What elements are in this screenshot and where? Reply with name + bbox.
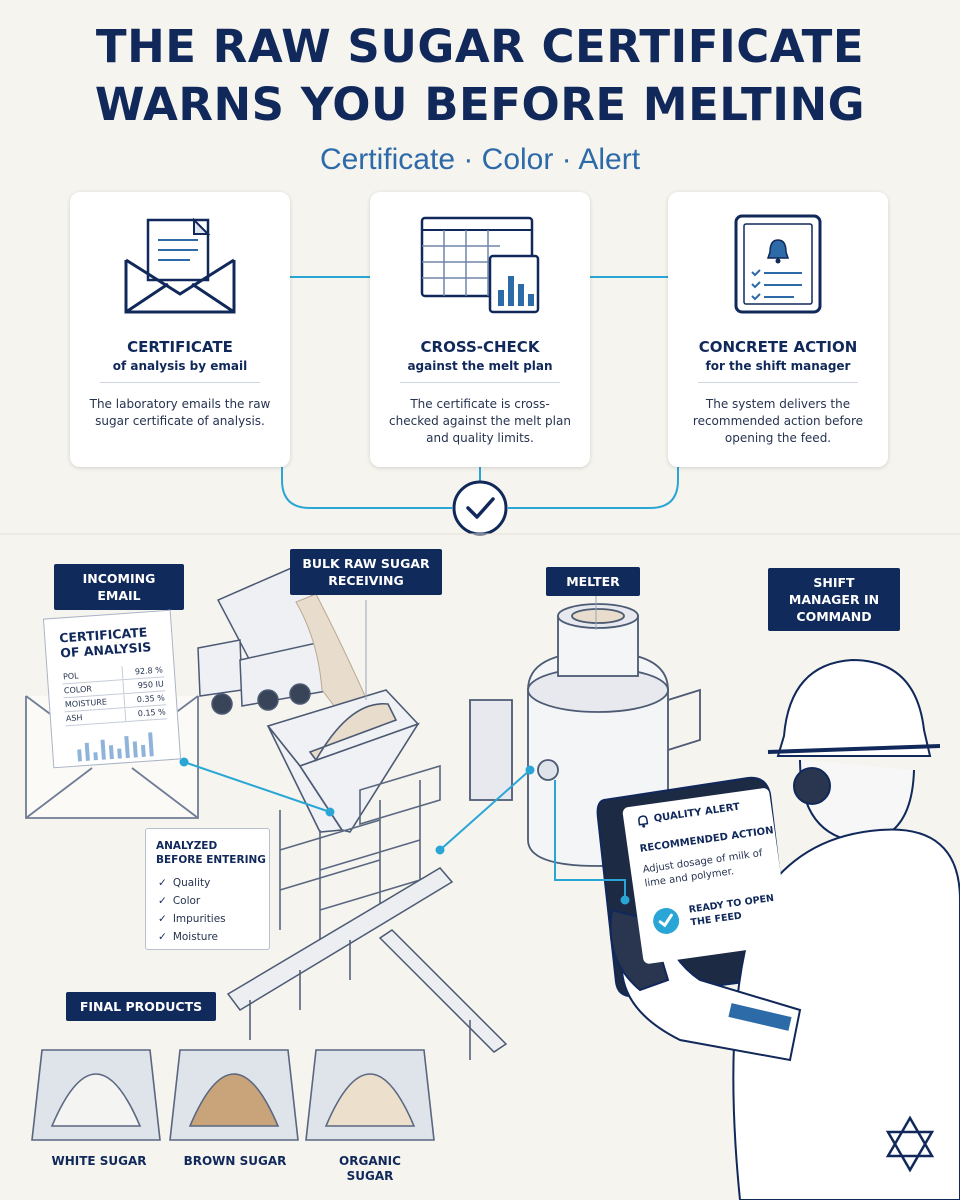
card-subtitle: for the shift manager [705, 359, 851, 373]
quality-alert-text: QUALITY ALERT [653, 801, 741, 825]
product-label-brown: BROWN SUGAR [183, 1154, 287, 1168]
tablet-alert-icon [734, 214, 822, 314]
analyzed-panel: ANALYZED BEFORE ENTERING ✓Quality ✓Color… [145, 828, 270, 950]
page-title: THE RAW SUGAR CERTIFICATE WARNS YOU BEFO… [94, 20, 866, 131]
final-products-label: FINAL PRODUCTS [66, 992, 216, 1021]
hopper-icon [266, 689, 420, 833]
list-item: ✓Quality [158, 877, 211, 889]
card-subtitle: against the melt plan [407, 359, 553, 373]
email-document-icon [124, 217, 236, 314]
ready-to-open-text: READY TO OPEN THE FEED [688, 892, 775, 929]
card-divider [698, 382, 858, 383]
card-title: CROSS-CHECK [420, 338, 540, 356]
bulk-receiving-label: BULK RAW SUGAR RECEIVING [290, 549, 442, 595]
shift-manager-figure [609, 658, 960, 1200]
card-certificate: CERTIFICATE of analysis by email The lab… [70, 192, 290, 467]
recommended-action-text: Adjust dosage of milk of lime and polyme… [642, 847, 764, 890]
product-label-white: WHITE SUGAR [51, 1154, 147, 1168]
card-divider [400, 382, 560, 383]
card-concrete-action: CONCRETE ACTION for the shift manager Th… [668, 192, 888, 467]
check-circle-icon [653, 907, 680, 934]
analyzed-title: ANALYZED BEFORE ENTERING [156, 840, 266, 866]
brand-logo-icon [885, 1115, 935, 1173]
card-description: The laboratory emails the raw sugar cert… [89, 397, 271, 428]
certificate-title: CERTIFICATE OF ANALYSIS [58, 624, 152, 661]
card-description: The certificate is cross-checked against… [389, 397, 571, 445]
card-title: CONCRETE ACTION [698, 338, 858, 356]
card-divider [100, 382, 260, 383]
conveyor-icon [226, 867, 508, 1060]
check-icon: ✓ [158, 877, 167, 889]
dump-truck-icon [197, 565, 338, 715]
check-icon: ✓ [158, 895, 167, 907]
tablet-screen: QUALITY ALERT RECOMMENDED ACTION Adjust … [622, 787, 791, 965]
card-cross-check: CROSS-CHECK against the melt plan The ce… [370, 192, 590, 467]
bell-icon [638, 815, 649, 828]
spreadsheet-chart-icon [420, 216, 540, 314]
card-title: CERTIFICATE [127, 338, 233, 356]
shift-manager-label: SHIFT MANAGER IN COMMAND [768, 568, 900, 631]
product-label-organic: ORGANIC SUGAR [339, 1154, 401, 1183]
mini-bar-chart-icon [77, 732, 154, 762]
card-description: The system delivers the recommended acti… [692, 397, 864, 445]
list-item: ✓Color [158, 895, 201, 907]
check-icon: ✓ [158, 931, 167, 943]
list-item: ✓Moisture [158, 931, 219, 943]
melter-label: MELTER [546, 567, 640, 596]
check-icon: ✓ [158, 913, 167, 925]
incoming-email-label: INCOMING EMAIL [54, 564, 184, 610]
list-item: ✓Impurities [158, 913, 226, 925]
card-subtitle: of analysis by email [112, 359, 248, 373]
page-subtitle: Certificate · Color · Alert [319, 143, 641, 176]
